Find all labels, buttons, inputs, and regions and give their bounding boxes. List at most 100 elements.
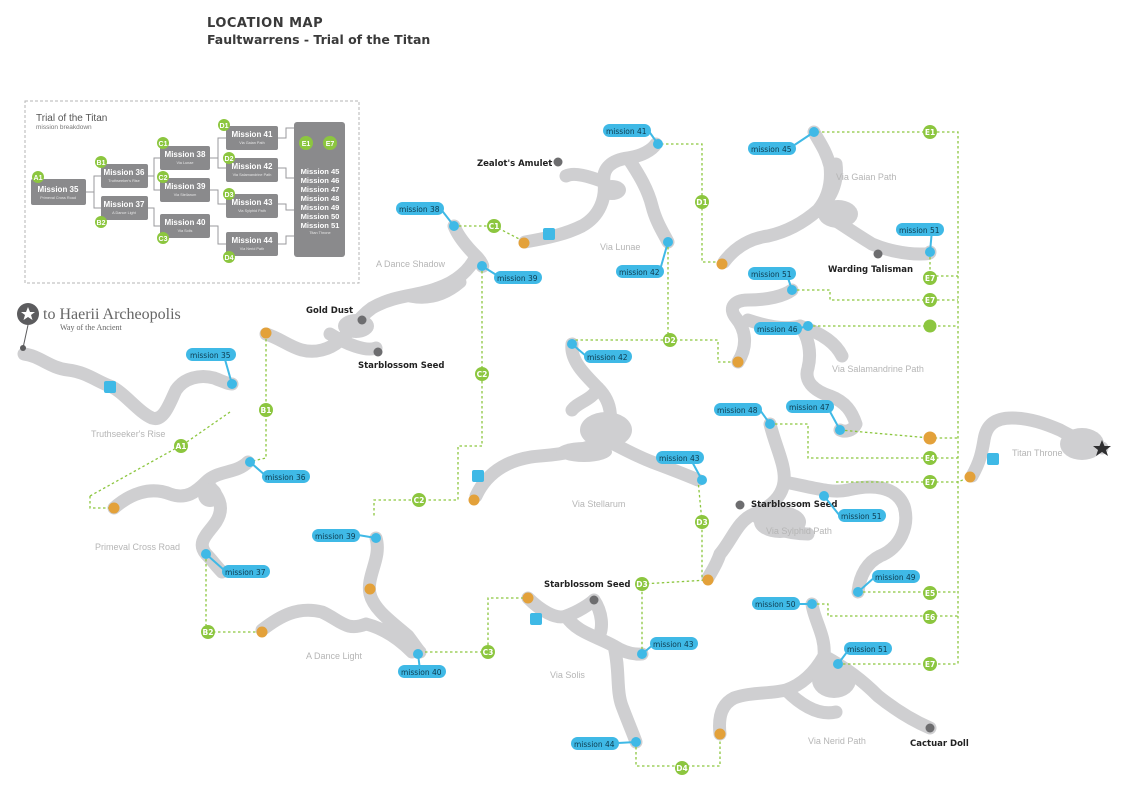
exit-marker[interactable]: to Haerii Archeopolis Way of the Ancient bbox=[17, 303, 181, 351]
bd-label-39: Mission 39 bbox=[165, 182, 206, 191]
bd-m51: Mission 51 bbox=[301, 221, 341, 230]
bd-label-44: Mission 44 bbox=[232, 236, 273, 245]
bd-label-35: Mission 35 bbox=[38, 185, 79, 194]
mission-label: mission 37 bbox=[225, 568, 266, 577]
bd-tag-b1: B1 bbox=[97, 160, 106, 167]
route-nodes[interactable]: A1 B1 B2 C1 C2 C2 C3 D1 D2 D3 D3 D4 E1 E… bbox=[174, 125, 937, 775]
save-points bbox=[104, 228, 999, 740]
bd-tag-d2: D2 bbox=[225, 156, 234, 163]
area-primeval-cross-road: Primeval Cross Road bbox=[95, 542, 180, 552]
bd-sub-35: Primeval Cross Road bbox=[40, 196, 76, 200]
mission-label: mission 46 bbox=[757, 325, 798, 334]
bd-label-43: Mission 43 bbox=[232, 198, 273, 207]
bd-tag-d1: D1 bbox=[220, 123, 229, 130]
bd-sub-42: Via Salamandrine Path bbox=[233, 173, 272, 177]
node-d3: D3 bbox=[696, 518, 707, 527]
exit-name: to Haerii Archeopolis bbox=[43, 306, 181, 323]
area-via-salamandrine-path: Via Salamandrine Path bbox=[832, 364, 924, 374]
item-starblossom-seed-1: Starblossom Seed bbox=[358, 361, 444, 371]
bd-sub-40: Via Solis bbox=[178, 229, 193, 233]
bd-m46: Mission 46 bbox=[301, 176, 340, 185]
item-markers[interactable]: Gold Dust Starblossom Seed Zealot's Amul… bbox=[306, 157, 969, 750]
node-e7: E7 bbox=[925, 274, 935, 283]
item-zealots-amulet: Zealot's Amulet bbox=[477, 159, 552, 169]
exit-star-glyph bbox=[21, 307, 35, 320]
bd-m47: Mission 47 bbox=[301, 185, 340, 194]
bd-tag-a1: A1 bbox=[34, 175, 43, 182]
mission-label: mission 43 bbox=[653, 640, 694, 649]
node-e5: E5 bbox=[925, 589, 935, 598]
bd-m48: Mission 48 bbox=[301, 194, 340, 203]
mission-label: mission 47 bbox=[789, 403, 830, 412]
breakdown-subtitle: mission breakdown bbox=[36, 124, 92, 131]
node-c2: C2 bbox=[477, 370, 488, 379]
breakdown-panel: Trial of the Titan mission breakdown bbox=[24, 100, 360, 284]
exit-line bbox=[22, 324, 29, 349]
mission-label: mission 48 bbox=[717, 406, 758, 415]
bd-sub-37: A Dance Light bbox=[112, 211, 137, 215]
node-c2: C2 bbox=[414, 496, 425, 505]
bd-tag-e1: E1 bbox=[302, 141, 311, 148]
area-via-nerid-path: Via Nerid Path bbox=[808, 736, 866, 746]
mission-label: mission 42 bbox=[587, 353, 628, 362]
mission-pins[interactable]: mission 35 mission 36 mission 37 mission… bbox=[186, 124, 944, 750]
mission-label: mission 38 bbox=[399, 205, 440, 214]
bd-sub-big: Titan Throne bbox=[309, 231, 330, 235]
bd-sub-43: Via Sylphid Path bbox=[238, 209, 266, 213]
item-starblossom-seed-2: Starblossom Seed bbox=[751, 500, 837, 510]
bd-m49: Mission 49 bbox=[301, 203, 340, 212]
area-a-dance-shadow: A Dance Shadow bbox=[376, 259, 446, 269]
bd-sub-41: Via Gaian Path bbox=[239, 141, 264, 145]
bd-sub-36: Truthseeker's Rise bbox=[108, 179, 139, 183]
item-warding-talisman: Warding Talisman bbox=[828, 265, 913, 275]
mission-label: mission 40 bbox=[401, 668, 442, 677]
bd-sub-38: Via Lunae bbox=[176, 161, 193, 165]
breakdown-connectors bbox=[86, 127, 294, 245]
bd-label-36: Mission 36 bbox=[104, 168, 145, 177]
mission-label: mission 39 bbox=[315, 532, 356, 541]
titan-throne-star-icon bbox=[1093, 440, 1111, 456]
exit-dot bbox=[20, 345, 26, 351]
exit-sub: Way of the Ancient bbox=[60, 323, 123, 332]
node-d1: D1 bbox=[696, 198, 707, 207]
node-a1: A1 bbox=[175, 442, 186, 451]
node-b1: B1 bbox=[261, 406, 272, 415]
mission-label: mission 35 bbox=[190, 351, 231, 360]
node-e7: E7 bbox=[925, 296, 935, 305]
bd-label-37: Mission 37 bbox=[104, 200, 145, 209]
area-via-stellarum: Via Stellarum bbox=[572, 499, 625, 509]
node-e7: E7 bbox=[925, 478, 935, 487]
node-d3: D3 bbox=[636, 580, 647, 589]
map-subtitle: Faultwarrens - Trial of the Titan bbox=[207, 32, 431, 47]
bd-label-41: Mission 41 bbox=[232, 130, 273, 139]
node-e4: E4 bbox=[925, 454, 935, 463]
map-title: LOCATION MAP bbox=[207, 16, 324, 31]
bd-tag-c3: C3 bbox=[159, 236, 168, 243]
mission-label: mission 51 bbox=[899, 226, 940, 235]
bd-label-42: Mission 42 bbox=[232, 162, 273, 171]
bd-tag-e7: E7 bbox=[326, 141, 335, 148]
area-titan-throne: Titan Throne bbox=[1012, 448, 1063, 458]
bd-m50: Mission 50 bbox=[301, 212, 340, 221]
mission-label: mission 50 bbox=[755, 600, 796, 609]
node-c1: C1 bbox=[489, 222, 500, 231]
bd-tag-d4: D4 bbox=[225, 255, 234, 262]
item-cactuar-doll: Cactuar Doll bbox=[910, 739, 969, 749]
bd-sub-39: Via Stellarum bbox=[174, 193, 197, 197]
mission-label: mission 45 bbox=[751, 145, 792, 154]
cave-chambers bbox=[198, 180, 1104, 698]
mission-label: mission 39 bbox=[497, 274, 538, 283]
area-labels: Truthseeker's Rise Primeval Cross Road A… bbox=[91, 172, 1063, 746]
bd-tag-c2: C2 bbox=[159, 175, 168, 182]
breakdown-title: Trial of the Titan bbox=[36, 113, 107, 124]
node-e1: E1 bbox=[925, 128, 935, 137]
mission-label: mission 49 bbox=[875, 573, 916, 582]
bd-tag-d3: D3 bbox=[225, 192, 234, 199]
node-d4: D4 bbox=[676, 764, 687, 773]
bd-sub-44: Via Nerid Path bbox=[240, 247, 264, 251]
mission-label: mission 51 bbox=[841, 512, 882, 521]
bd-label-40: Mission 40 bbox=[165, 218, 206, 227]
area-a-dance-light: A Dance Light bbox=[306, 651, 363, 661]
bd-tag-c1: C1 bbox=[159, 141, 168, 148]
